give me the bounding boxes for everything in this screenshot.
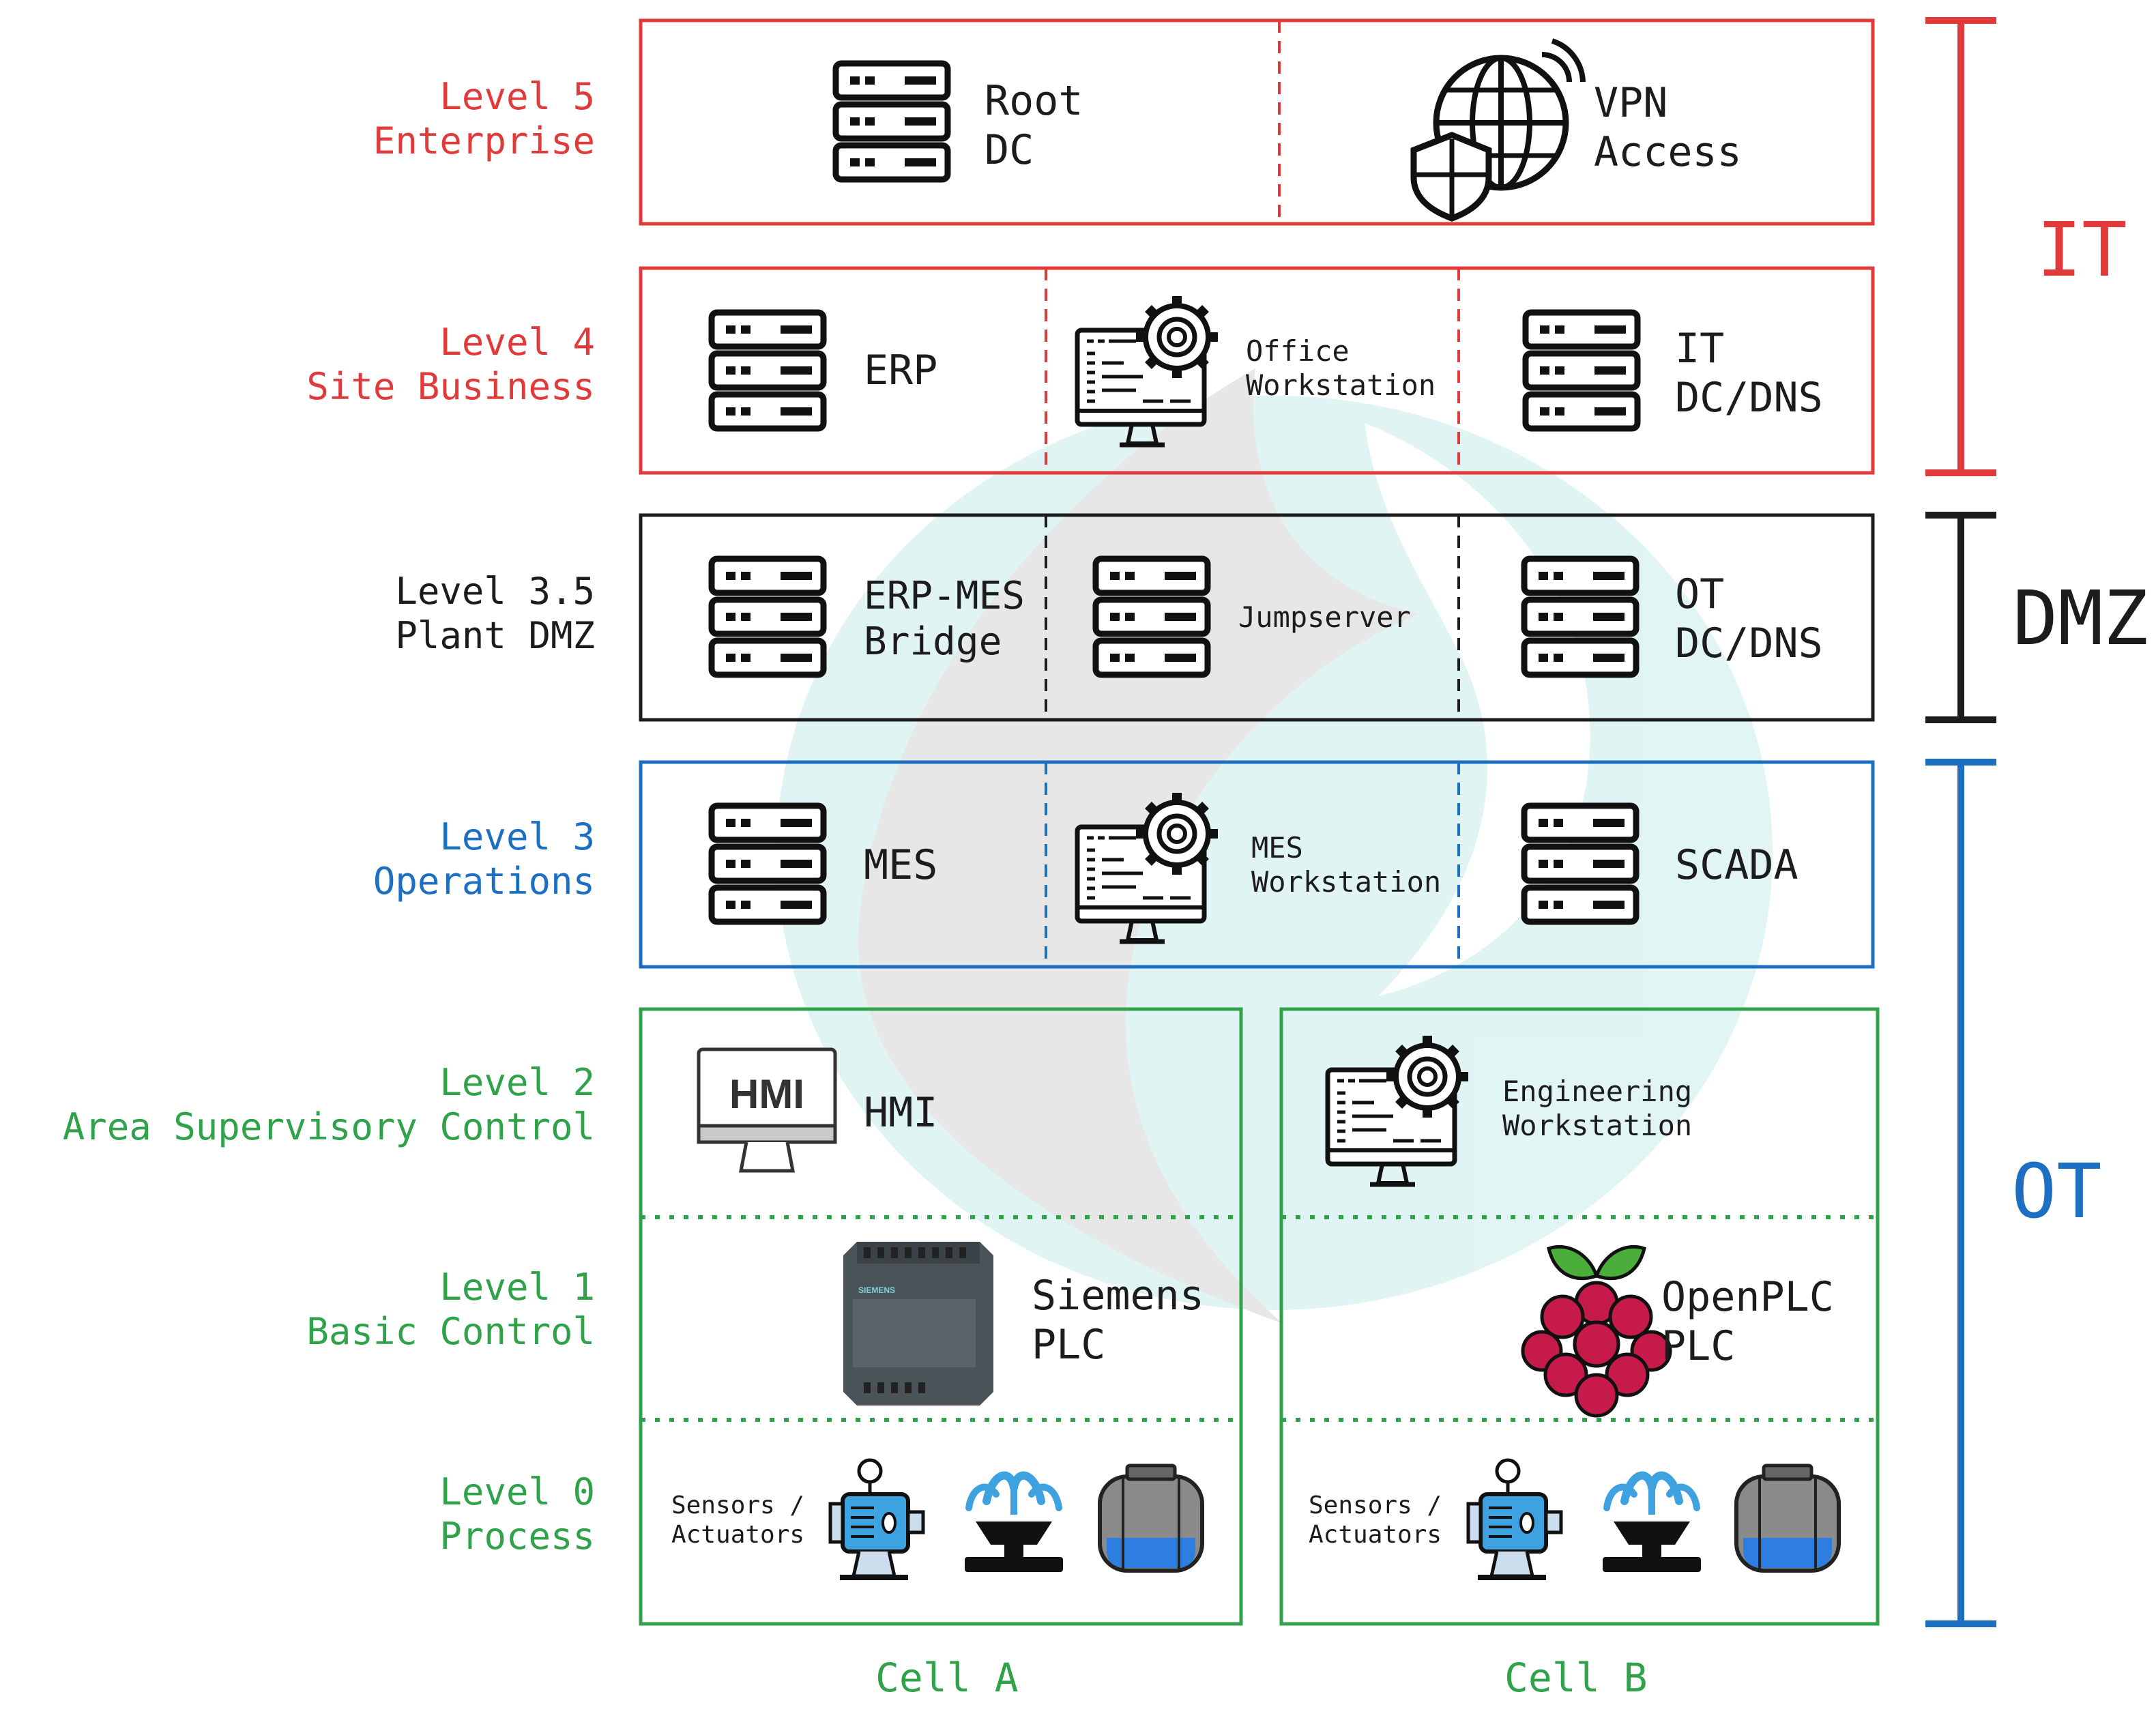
vpn-line2: Access (1594, 128, 1742, 176)
root-dc-line2: DC (985, 126, 1034, 174)
level3-name: Operations (373, 859, 595, 903)
cell-a-sensors-label: Sensors /Actuators (671, 1491, 804, 1549)
jumpserver-label: Jumpserver (1238, 600, 1411, 634)
level5-box (639, 18, 1875, 226)
scada-server-icon (1524, 806, 1636, 922)
level3-box (639, 760, 1875, 969)
level1-num: Level 1 (439, 1266, 595, 1309)
mes-label: MES (864, 841, 938, 889)
cell-b-fountain-icon (1603, 1476, 1701, 1572)
erp-server-icon (712, 312, 824, 428)
erp-label: ERP (864, 347, 938, 394)
cell-a-pump-icon (830, 1460, 923, 1577)
office-workstation-icon (1077, 296, 1218, 445)
bridge-server-icon (712, 559, 824, 675)
cell-a-box (639, 1007, 1243, 1626)
ot-dc-line2: DC/DNS (1675, 620, 1823, 667)
cell-a-label: Cell A (875, 1655, 1019, 1701)
level5-name: Enterprise (373, 119, 595, 162)
cell-a-sensors-line2: Actuators (671, 1521, 805, 1549)
mes-server-icon (712, 806, 824, 922)
bridge-line2: Bridge (864, 620, 1002, 665)
mes-ws-line1: MES (1251, 831, 1303, 864)
level0-num: Level 0 (439, 1470, 595, 1513)
cell-b-sensors-line1: Sensors / (1309, 1491, 1442, 1519)
level35-box (639, 513, 1875, 722)
cell-b-pump-icon (1468, 1460, 1561, 1577)
mes-ws-line2: Workstation (1251, 865, 1442, 899)
level4-name: Site Business (306, 364, 595, 408)
siemens-plc-icon (843, 1242, 993, 1406)
vpn-globe-shield-icon (1410, 38, 1586, 222)
siemens-line1: Siemens (1032, 1272, 1204, 1320)
vpn-line1: VPN (1594, 79, 1668, 127)
hmi-screen-text: HMI (729, 1071, 804, 1117)
zone-ot-label: OT (2011, 1148, 2102, 1235)
cell-b-sensors-line2: Actuators (1309, 1521, 1442, 1549)
root-dc-server-icon (836, 63, 948, 179)
hmi-label: HMI (864, 1089, 938, 1137)
level2-name: Area Supervisory Control (62, 1105, 595, 1148)
level1-name: Basic Control (306, 1309, 595, 1353)
openplc-line1: OpenPLC (1661, 1273, 1834, 1321)
it-bracket (1925, 17, 1996, 476)
siemens-line2: PLC (1032, 1321, 1106, 1369)
openplc-line2: PLC (1661, 1322, 1736, 1370)
office-line1: Office (1246, 334, 1350, 368)
raspberry-pi-icon (1521, 1244, 1672, 1418)
office-line2: Workstation (1246, 368, 1436, 403)
cell-b-tank-icon (1736, 1466, 1839, 1571)
eng-line2: Workstation (1502, 1109, 1693, 1143)
dmz-bracket (1925, 512, 1996, 723)
it-dc-server-icon (1526, 312, 1637, 428)
jumpserver-icon (1096, 559, 1208, 675)
bridge-line1: ERP-MES (864, 574, 1025, 618)
cell-b-box (1279, 1007, 1880, 1626)
cell-b-label: Cell B (1504, 1655, 1648, 1701)
root-dc-line1: Root (985, 77, 1083, 125)
zone-it-label: IT (2037, 206, 2127, 293)
level35-num: Level 3.5 (395, 570, 595, 613)
cell-a-tank-icon (1100, 1466, 1202, 1571)
siemens-brand-text: SIEMENS (858, 1285, 896, 1295)
scada-label: SCADA (1675, 841, 1798, 889)
ot-dc-server-icon (1524, 559, 1636, 675)
level3-num: Level 3 (439, 815, 595, 858)
level35-name: Plant DMZ (395, 613, 595, 657)
level0-name: Process (439, 1514, 595, 1558)
zone-dmz-label: DMZ (2013, 574, 2148, 662)
level5-num: Level 5 (439, 75, 595, 118)
cell-a-fountain-icon (965, 1476, 1063, 1572)
eng-line1: Engineering (1502, 1075, 1693, 1108)
it-dc-line1: IT (1675, 325, 1725, 373)
cell-a-sensors-line1: Sensors / (671, 1491, 805, 1519)
level4-num: Level 4 (439, 321, 595, 364)
level2-num: Level 2 (439, 1061, 595, 1104)
ot-bracket (1925, 759, 1996, 1627)
level4-box (639, 266, 1875, 475)
hmi-monitor-icon (697, 1047, 837, 1173)
it-dc-line2: DC/DNS (1675, 374, 1823, 422)
cell-b-sensors-label: Sensors /Actuators (1309, 1491, 1442, 1549)
ot-dc-line1: OT (1675, 570, 1725, 618)
